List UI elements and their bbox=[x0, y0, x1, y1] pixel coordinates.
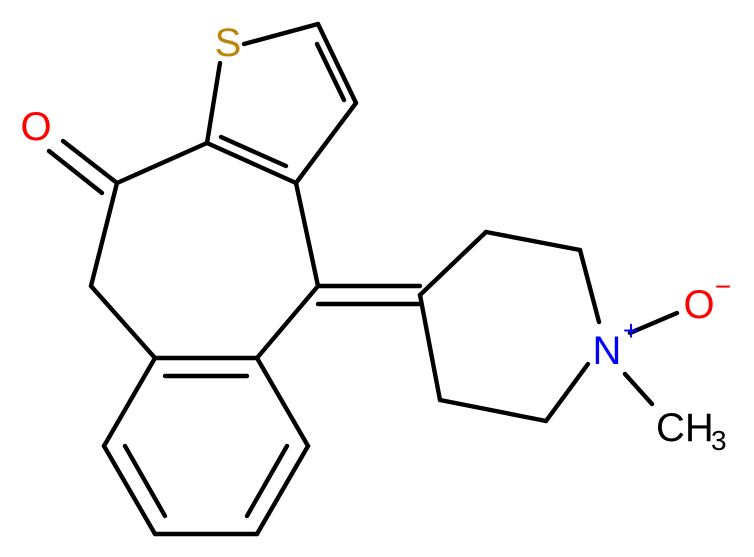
bond-c3-c3a bbox=[293, 100, 359, 186]
methyl-subscript-label: 3 bbox=[711, 425, 727, 456]
bond-n-ch3 bbox=[622, 371, 655, 407]
bond-c10e-c4a bbox=[254, 355, 311, 449]
bond-c2-c3-inner bbox=[314, 41, 347, 103]
oxide-oxygen-label: O bbox=[683, 283, 714, 327]
bond-layer bbox=[46, 21, 680, 537]
bond-c10d-c10e-inner bbox=[244, 443, 290, 519]
bond-c3a-c4 bbox=[293, 180, 321, 289]
bond-pip-n-c5 bbox=[543, 361, 591, 424]
bond-c3a-c8a bbox=[204, 140, 299, 186]
bond-c2-c3 bbox=[315, 21, 359, 106]
bond-c9-o bbox=[60, 138, 120, 186]
bond-pip-c1-c2 bbox=[417, 229, 489, 298]
nitrogen-atom-label: N bbox=[593, 329, 622, 373]
bond-c3a-c8a-inner bbox=[218, 134, 289, 169]
bond-c9-o-double bbox=[46, 148, 105, 196]
bond-c8a-s bbox=[204, 60, 223, 146]
nitrogen-charge-label: + bbox=[623, 315, 639, 346]
bond-pip-c5-c6 bbox=[437, 397, 549, 424]
bond-c10b-c10c-inner bbox=[122, 443, 168, 519]
bond-c4-c4a bbox=[254, 283, 321, 361]
bond-pip-c3-n bbox=[577, 247, 602, 325]
bond-c10-c10a bbox=[88, 283, 158, 361]
bond-pip-c6-c1 bbox=[417, 292, 443, 403]
oxide-charge-label: − bbox=[715, 271, 731, 302]
bond-n-o bbox=[627, 310, 680, 336]
methyl-group-label: CH bbox=[656, 406, 714, 450]
bond-c9-c10 bbox=[88, 180, 120, 289]
bond-s-c2 bbox=[241, 21, 321, 47]
ketone-oxygen-label: O bbox=[20, 105, 51, 149]
bond-c8a-c9 bbox=[114, 140, 210, 186]
atom-label-layer: S O O − N + CH 3 bbox=[20, 21, 731, 456]
bond-c10d-c10e bbox=[254, 443, 311, 537]
sulfur-atom-label: S bbox=[215, 21, 242, 65]
bond-c10b-c10c bbox=[101, 443, 158, 537]
bond-c10a-c10b bbox=[101, 355, 158, 449]
bond-pip-c2-c3 bbox=[483, 229, 583, 253]
